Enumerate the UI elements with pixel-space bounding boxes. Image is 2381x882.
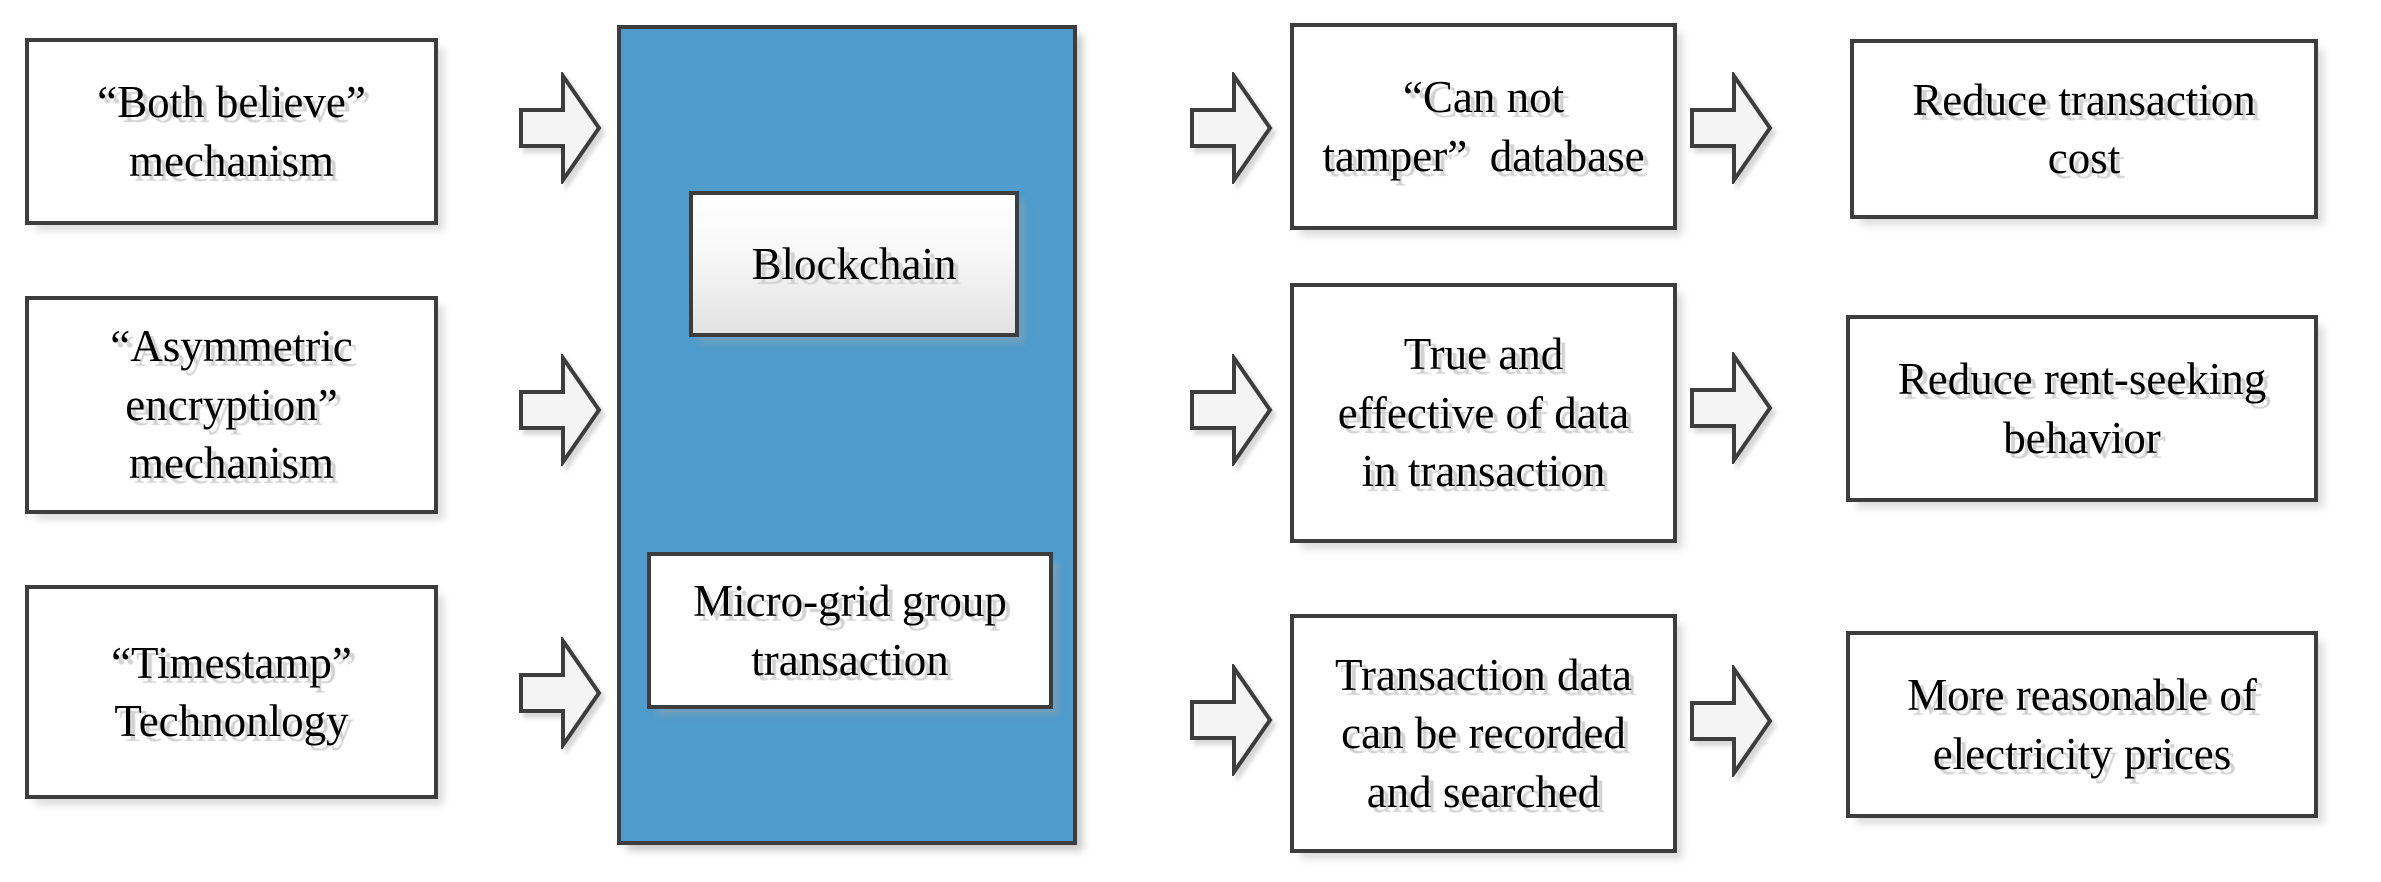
box-transaction-data-recorded: Transaction data can be recorded and sea… — [1290, 614, 1677, 853]
box-label: “Timestamp” Technonlogy — [111, 637, 352, 747]
box-label: Reduce rent-seeking behavior — [1897, 354, 2267, 463]
right-block-arrow-icon — [519, 354, 602, 466]
right-block-arrow-icon — [1190, 664, 1273, 776]
box-both-believe-mechanism: “Both believe” mechanism — [25, 38, 438, 225]
right-block-arrow-icon — [1690, 352, 1773, 464]
box-label: “Both believe” mechanism — [97, 77, 366, 186]
right-block-arrow-icon — [1190, 72, 1273, 184]
right-block-arrow-icon — [1690, 72, 1773, 184]
box-reduce-transaction-cost: Reduce transaction cost — [1850, 39, 2318, 219]
blockchain-panel: Blockchain Micro-grid group transaction — [617, 25, 1077, 845]
right-block-arrow-icon — [1190, 354, 1273, 466]
box-blockchain: Blockchain — [689, 191, 1019, 337]
box-label: “Can not tamper” database — [1322, 72, 1645, 181]
box-label: Blockchain — [751, 238, 957, 289]
box-timestamp-technology: “Timestamp” Technonlogy — [25, 585, 438, 799]
box-asymmetric-encryption-mechanism: “Asymmetric encryption” mechanism — [25, 296, 438, 514]
right-block-arrow-icon — [1690, 665, 1773, 777]
box-microgrid-group-transaction: Micro-grid group transaction — [647, 552, 1053, 709]
box-label: More reasonable of electricity prices — [1907, 670, 2257, 779]
box-more-reasonable-electricity-prices: More reasonable of electricity prices — [1846, 631, 2318, 818]
box-label: True and effective of data in transactio… — [1337, 329, 1630, 497]
box-label: Micro-grid group transaction — [693, 576, 1007, 685]
box-true-effective-data: True and effective of data in transactio… — [1290, 283, 1677, 543]
box-label: Reduce transaction cost — [1912, 74, 2256, 184]
right-block-arrow-icon — [519, 72, 602, 184]
box-label: Transaction data can be recorded and sea… — [1334, 649, 1633, 817]
box-cannot-tamper-database: “Can not tamper” database — [1290, 23, 1677, 230]
box-reduce-rent-seeking-behavior: Reduce rent-seeking behavior — [1846, 315, 2318, 502]
right-block-arrow-icon — [519, 637, 602, 749]
box-label: “Asymmetric encryption” mechanism — [110, 321, 353, 489]
